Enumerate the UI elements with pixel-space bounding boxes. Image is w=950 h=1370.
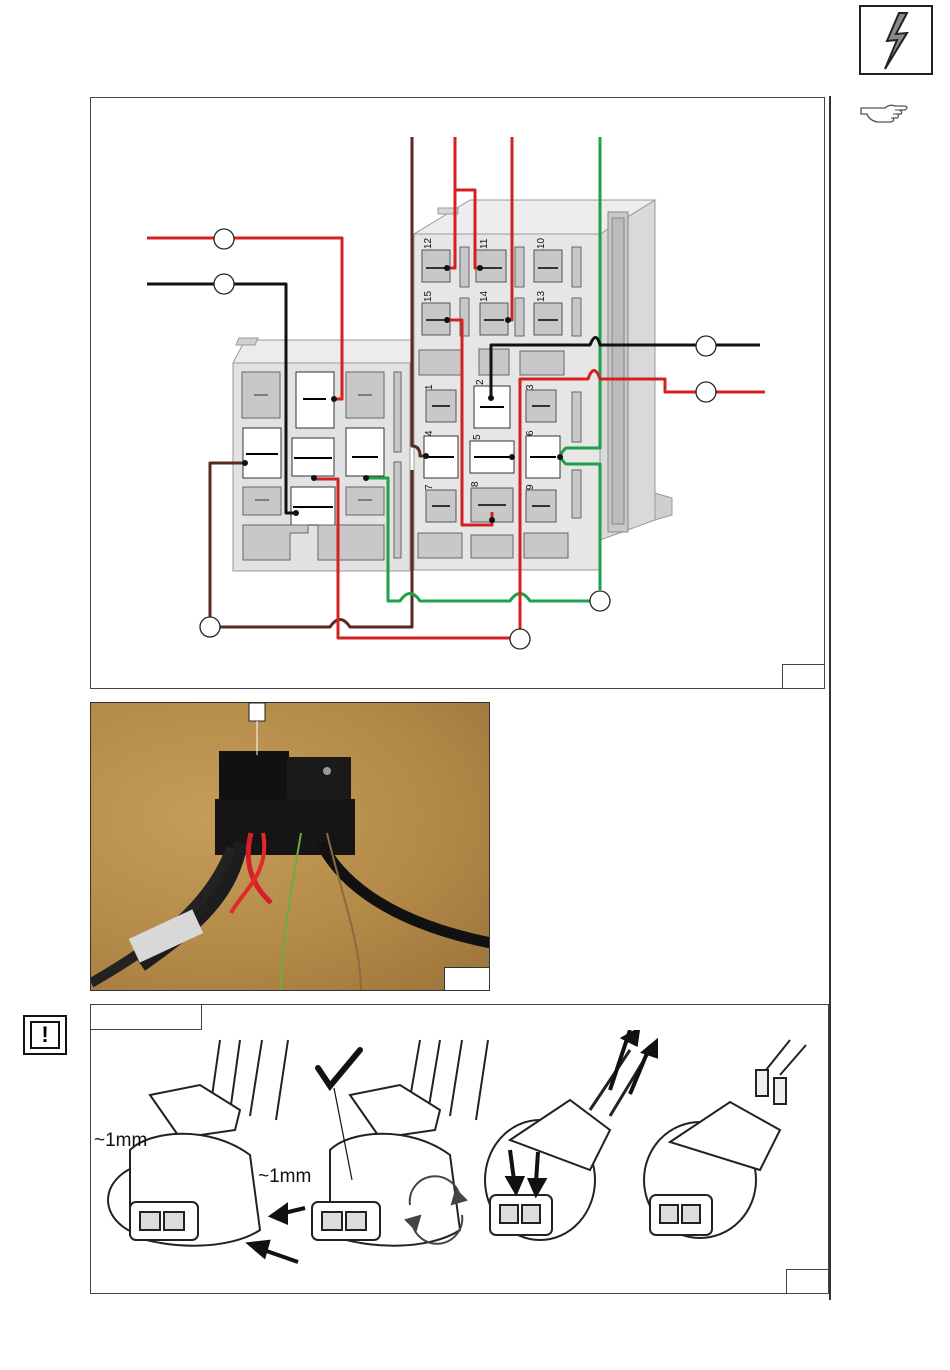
callout-circle-black-right: [696, 336, 716, 356]
pin-label-4: 4: [424, 430, 435, 436]
connector-step-4: [644, 1040, 806, 1238]
approx-1mm-label-2: ~1mm: [258, 1166, 311, 1187]
checkmark-icon: [318, 1050, 360, 1086]
callout-circle-red-bottom: [510, 629, 530, 649]
warning-exclamation-icon: !: [23, 1015, 67, 1055]
connector-steps-drawing: ~1mm ~1mm: [90, 1030, 829, 1290]
callout-circle-red-right: [696, 382, 716, 402]
steps-header-tab: [91, 1005, 202, 1030]
pin-label-5: 5: [472, 434, 483, 440]
approx-1mm-label-1: ~1mm: [94, 1130, 147, 1151]
pin-label-9: 9: [525, 484, 536, 490]
harness-photo: [90, 702, 490, 991]
pin-label-8: 8: [470, 481, 481, 487]
right-relay-block: [414, 200, 672, 570]
pin-label-2: 2: [475, 379, 486, 385]
callout-circle-red-left: [214, 229, 234, 249]
pin-label-12: 12: [423, 237, 434, 249]
pin-label-6: 6: [525, 430, 536, 436]
wiring-diagram: 12 11 10 15 14 13 1 2 3 4 5 6 7 8 9: [0, 0, 950, 700]
pin-label-15: 15: [423, 290, 434, 302]
harness-photo-drawing: [91, 703, 490, 991]
callout-circle-black-left: [214, 274, 234, 294]
pin-label-3: 3: [525, 384, 536, 390]
callout-circle-green: [590, 591, 610, 611]
pin-label-13: 13: [536, 290, 547, 302]
callout-circle-brown: [200, 617, 220, 637]
left-relay-block: [233, 338, 422, 571]
pin-label-10: 10: [536, 237, 547, 249]
photo-number-tag: [444, 967, 489, 990]
pin-label-7: 7: [424, 484, 435, 490]
pin-label-1: 1: [424, 384, 435, 390]
pin-label-14: 14: [479, 290, 490, 302]
pin-label-11: 11: [479, 238, 490, 249]
connector-step-2: [312, 1040, 488, 1246]
connector-step-3: [485, 1050, 650, 1240]
